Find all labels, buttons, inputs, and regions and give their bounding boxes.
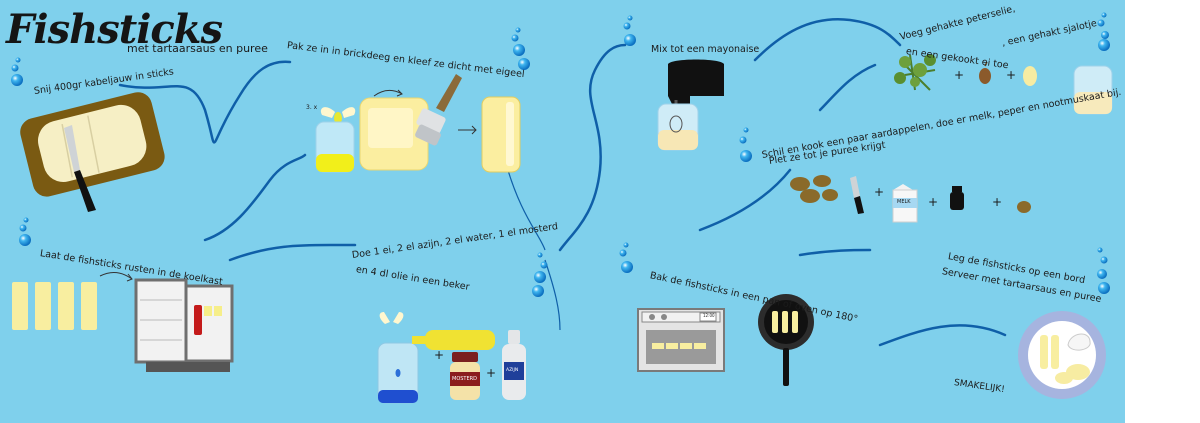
plate-icon [1018,311,1106,399]
bubble-icon [1097,12,1110,51]
fishsticks-icon [12,282,97,330]
bubble-icon [11,57,23,86]
glass-icon [1073,65,1113,115]
wrapped-fishstick-icon [481,96,521,173]
thin-connector-curves [504,159,561,331]
mustard-jar-icon [450,352,480,400]
pepper-mill-icon [950,186,964,210]
bubble-icon [532,252,548,297]
plus-sign: + [874,185,885,199]
step-5-text: Mix tot een mayonaise [651,44,760,55]
egg-count-label: 3. x [306,104,318,111]
vinegar-label: AZIJN [506,368,519,373]
shallot-icon [979,61,991,84]
egg-glass-icon [315,107,356,173]
beaker-icon [377,312,419,404]
bubble-icons [11,12,1110,297]
plus-sign: + [992,195,1003,209]
frying-pan-icon [758,294,814,386]
brush-icon [415,74,462,146]
mustard-label: MOSTERD [452,376,477,382]
potatoes-icon [790,175,838,203]
arrow-icon [99,89,477,282]
parsley-icon [894,54,936,91]
plus-sign: + [486,366,497,380]
plus-sign: + [434,348,445,362]
milk-carton-icon [892,184,918,223]
bubble-icon [623,15,636,46]
oil-bottle-icon [412,330,495,350]
connector-curves [118,17,1007,347]
peeler-icon [850,176,864,214]
page-title: Fishsticks [6,6,223,53]
plus-sign: + [1006,68,1017,82]
brick-dough-icon [359,97,429,171]
knife-icon [64,125,96,212]
bubble-icon [1097,247,1110,294]
bubble-icon [619,242,633,273]
plus-sign: + [954,68,965,82]
fridge-icon [134,278,234,372]
bubble-icon [739,127,752,162]
bubble-icon [19,217,31,246]
egg-icon [1023,66,1037,86]
oven-icon [637,308,725,372]
illustration-layer [11,12,1113,404]
subtitle: met tartaarsaus en puree [127,42,268,55]
recipe-canvas: Fishsticks met tartaarsaus en puree Snij… [0,0,1125,423]
cutting-board-icon [20,92,165,197]
plus-sign: + [928,195,939,209]
bubble-icon [511,27,530,70]
mixer-icon [657,59,724,151]
vinegar-bottle-icon [502,330,526,400]
milk-label: MELK [897,199,911,205]
oven-timer-label: 12:00 [703,313,715,318]
nutmeg-icon [1017,201,1031,213]
